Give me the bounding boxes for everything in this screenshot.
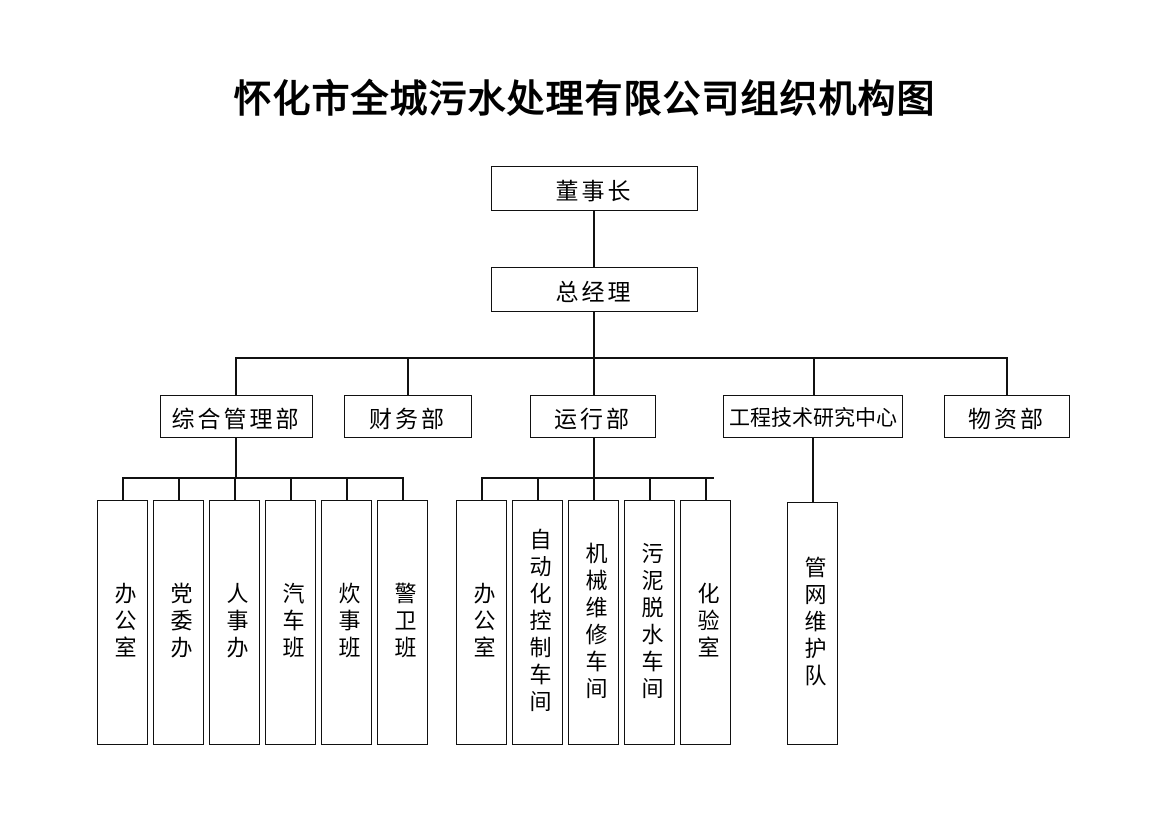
connector-dept4-to-unit xyxy=(812,438,814,502)
node-unit-engineering-1[interactable]: 管网维护队 xyxy=(787,502,838,745)
page-title: 怀化市全城污水处理有限公司组织机构图 xyxy=(233,76,936,121)
node-department-label: 财务部 xyxy=(369,406,447,433)
node-department-operation[interactable]: 运行部 xyxy=(530,395,656,438)
connector-bus-to-dept-4 xyxy=(813,357,815,395)
connector-subbus-to-admin-2 xyxy=(178,477,180,500)
connector-gm-to-bus xyxy=(593,312,595,359)
node-department-materials[interactable]: 物资部 xyxy=(944,395,1070,438)
node-unit-label: 化验室 xyxy=(693,582,719,663)
node-department-label: 运行部 xyxy=(554,406,632,433)
node-unit-label: 人事办 xyxy=(222,582,248,663)
bus-operation-units xyxy=(481,477,714,479)
node-unit-label: 自动化控制车间 xyxy=(525,528,551,717)
node-unit-operation-4[interactable]: 污泥脱水车间 xyxy=(624,500,675,745)
node-unit-operation-1[interactable]: 办公室 xyxy=(456,500,507,745)
node-department-label: 工程技术研究中心 xyxy=(729,405,897,430)
connector-bus-to-dept-5 xyxy=(1006,357,1008,395)
connector-subbus-to-operation-2 xyxy=(537,477,539,500)
node-unit-label: 炊事班 xyxy=(334,582,360,663)
bus-departments xyxy=(235,357,1008,359)
node-department-label: 物资部 xyxy=(968,406,1046,433)
node-unit-admin-1[interactable]: 办公室 xyxy=(97,500,148,745)
node-chairman[interactable]: 董事长 xyxy=(491,166,698,211)
node-unit-label: 机械维修车间 xyxy=(581,541,607,704)
node-unit-admin-3[interactable]: 人事办 xyxy=(209,500,260,745)
node-unit-label: 办公室 xyxy=(469,582,495,663)
connector-subbus-to-operation-4 xyxy=(649,477,651,500)
node-department-label: 综合管理部 xyxy=(171,406,302,433)
connector-subbus-to-admin-4 xyxy=(290,477,292,500)
connector-subbus-to-admin-3 xyxy=(234,477,236,500)
bus-admin-units xyxy=(122,477,404,479)
node-general-manager-label: 总经理 xyxy=(555,279,634,306)
node-unit-admin-5[interactable]: 炊事班 xyxy=(321,500,372,745)
node-unit-label: 汽车班 xyxy=(278,582,304,663)
node-department-engineering-research-center[interactable]: 工程技术研究中心 xyxy=(723,395,903,438)
connector-bus-to-dept-2 xyxy=(407,357,409,395)
node-unit-operation-2[interactable]: 自动化控制车间 xyxy=(512,500,563,745)
node-unit-label: 污泥脱水车间 xyxy=(637,541,663,704)
connector-subbus-to-admin-1 xyxy=(122,477,124,500)
node-general-manager[interactable]: 总经理 xyxy=(491,267,698,312)
connector-subbus-to-admin-6 xyxy=(402,477,404,500)
connector-subbus-to-operation-5 xyxy=(705,477,707,500)
connector-subbus-to-operation-3 xyxy=(593,477,595,500)
node-unit-admin-2[interactable]: 党委办 xyxy=(153,500,204,745)
node-department-finance[interactable]: 财务部 xyxy=(344,395,472,438)
connector-bus-to-dept-3 xyxy=(593,357,595,395)
node-unit-operation-5[interactable]: 化验室 xyxy=(680,500,731,745)
connector-dept1-to-subbus xyxy=(235,438,237,478)
node-chairman-label: 董事长 xyxy=(555,178,634,205)
connector-subbus-to-admin-5 xyxy=(346,477,348,500)
node-unit-admin-4[interactable]: 汽车班 xyxy=(265,500,316,745)
connector-dept3-to-subbus xyxy=(593,438,595,478)
node-unit-label: 管网维护队 xyxy=(800,556,826,691)
node-unit-label: 警卫班 xyxy=(390,582,416,663)
node-unit-label: 党委办 xyxy=(166,582,192,663)
node-unit-label: 办公室 xyxy=(110,582,136,663)
connector-subbus-to-operation-1 xyxy=(481,477,483,500)
node-unit-operation-3[interactable]: 机械维修车间 xyxy=(568,500,619,745)
node-department-comprehensive-management[interactable]: 综合管理部 xyxy=(160,395,313,438)
connector-bus-to-dept-1 xyxy=(235,357,237,395)
connector-chairman-to-gm xyxy=(593,211,595,267)
node-unit-admin-6[interactable]: 警卫班 xyxy=(377,500,428,745)
